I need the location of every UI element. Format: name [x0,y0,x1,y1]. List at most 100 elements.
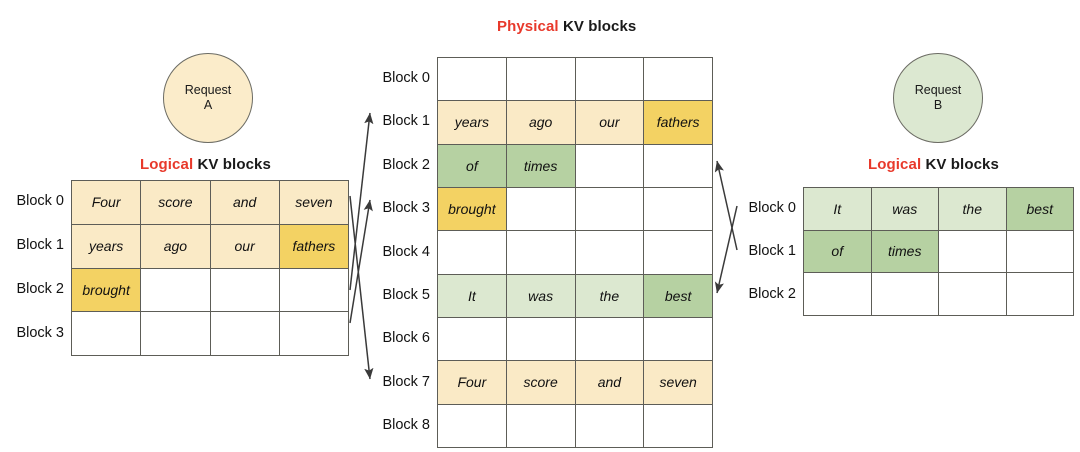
logical-a-row-label-1: Block 1 [16,237,64,253]
physical-cell-r5-c3: best [644,274,713,318]
physical-cell-r6-c2 [575,317,645,362]
physical-cell-r2-c0: of [438,144,507,188]
logical-a-cell-r0-c0: Four [72,181,142,225]
physical-cell-r0-c1 [506,58,576,102]
logical-a-cell-r3-c3 [279,312,349,356]
arrow-b-l1-to-p2 [714,160,738,251]
logical-a-cell-r1-c1: ago [141,224,211,269]
logical-b-row-label-2: Block 2 [748,285,796,302]
physical-cell-r5-c1: was [506,274,576,318]
physical-cell-r3-c3 [644,187,713,232]
request-b-label: Request [914,83,962,97]
logical-b-cell-r1-c3 [1006,230,1074,274]
physical-cell-r7-c0: Four [438,361,507,405]
physical-cell-r4-c0 [438,231,507,275]
physical-row-label-3: Block 3 [382,200,430,217]
physical-cell-r2-c3 [644,144,713,188]
physical-kv-blocks-title: Physical KV blocks [497,18,636,35]
logical-a-cell-r2-c0: brought [72,268,142,313]
physical-cell-r6-c0 [438,317,507,362]
logical-a-cell-r2-c1 [141,268,211,313]
physical-cell-r5-c2: the [575,274,645,318]
logical-a-cell-r3-c1 [141,312,211,356]
request-a-node: Request A [163,53,253,143]
logical-b-cell-r0-c3: best [1006,188,1074,231]
physical-cell-r0-c3 [644,58,713,102]
physical-cell-r8-c0 [438,404,507,448]
physical-cell-r6-c3 [644,317,713,362]
physical-cell-r0-c2 [575,58,645,102]
physical-cell-r8-c2 [575,404,645,448]
logical-b-cell-r2-c3 [1006,273,1074,316]
logical-a-row-label-0: Block 0 [16,193,64,209]
logical-a-cell-r0-c3: seven [279,181,349,225]
physical-row-label-4: Block 4 [382,243,430,260]
logical-b-cell-r2-c1 [871,273,939,316]
request-a-label: Request [184,83,232,97]
physical-cell-r7-c3: seven [644,361,713,405]
logical-b-cell-r1-c0: of [804,230,872,274]
physical-row-label-5: Block 5 [382,286,430,303]
physical-cell-r7-c2: and [575,361,645,405]
physical-cell-r6-c1 [506,317,576,362]
physical-cell-r7-c1: score [506,361,576,405]
logical-b-title-accent: Logical [868,156,922,173]
logical-a-cell-r0-c2: and [210,181,280,225]
logical-b-title-rest: KV blocks [921,156,999,173]
logical-a-cell-r1-c0: years [72,224,142,269]
physical-row-label-0: Block 0 [382,69,430,86]
logical-b-cell-r1-c1: times [871,230,939,274]
physical-cell-r0-c0 [438,58,507,102]
arrow-b-l0-to-p5 [714,205,738,294]
physical-cell-r3-c2 [575,187,645,232]
logical-b-cell-r0-c2: the [939,188,1007,231]
logical-a-cell-r0-c1: score [141,181,211,225]
logical-a-cell-r2-c3 [279,268,349,313]
arrow-a-l2-to-p3 [349,199,373,324]
logical-b-cell-r0-c1: was [871,188,939,231]
logical-b-kv-blocks-title: Logical KV blocks [868,156,999,173]
physical-row-label-7: Block 7 [382,373,430,390]
logical-a-cell-r3-c0 [72,312,142,356]
physical-title-rest: KV blocks [558,18,637,35]
physical-cell-r5-c0: It [438,274,507,318]
physical-cell-r3-c1 [506,187,576,232]
physical-row-label-6: Block 6 [382,330,430,347]
logical-a-row-label-3: Block 3 [16,325,64,341]
physical-row-label-1: Block 1 [382,113,430,130]
physical-cell-r4-c3 [644,231,713,275]
physical-cell-r2-c2 [575,144,645,188]
physical-title-accent: Physical [497,18,559,35]
physical-cell-r1-c2: our [575,101,645,145]
physical-cell-r2-c1: times [506,144,576,188]
arrow-a-l0-to-p7 [349,195,374,380]
physical-cell-r4-c2 [575,231,645,275]
logical-a-cell-r1-c2: our [210,224,280,269]
physical-row-label-2: Block 2 [382,156,430,173]
physical-cell-r1-c0: years [438,101,507,145]
logical-a-row-label-2: Block 2 [16,281,64,297]
logical-b-row-label-1: Block 1 [748,242,796,259]
request-b-node: Request B [893,53,983,143]
logical-a-cell-r1-c3: fathers [279,224,349,269]
logical-b-cell-r0-c0: It [804,188,872,231]
logical-b-cell-r1-c2 [939,230,1007,274]
physical-cell-r3-c0: brought [438,187,507,232]
physical-cell-r1-c1: ago [506,101,576,145]
physical-cell-r8-c3 [644,404,713,448]
logical-a-title-rest: KV blocks [193,156,271,173]
arrow-a-l1-to-p1 [349,112,374,291]
logical-a-kv-blocks-title: Logical KV blocks [140,156,271,173]
logical-a-cell-r3-c2 [210,312,280,356]
logical-b-cell-r2-c0 [804,273,872,316]
request-a-id: A [203,98,213,112]
physical-cell-r1-c3: fathers [644,101,713,145]
logical-a-cell-r2-c2 [210,268,280,313]
physical-row-label-8: Block 8 [382,417,430,434]
logical-b-cell-r2-c2 [939,273,1007,316]
logical-a-title-accent: Logical [140,156,194,173]
